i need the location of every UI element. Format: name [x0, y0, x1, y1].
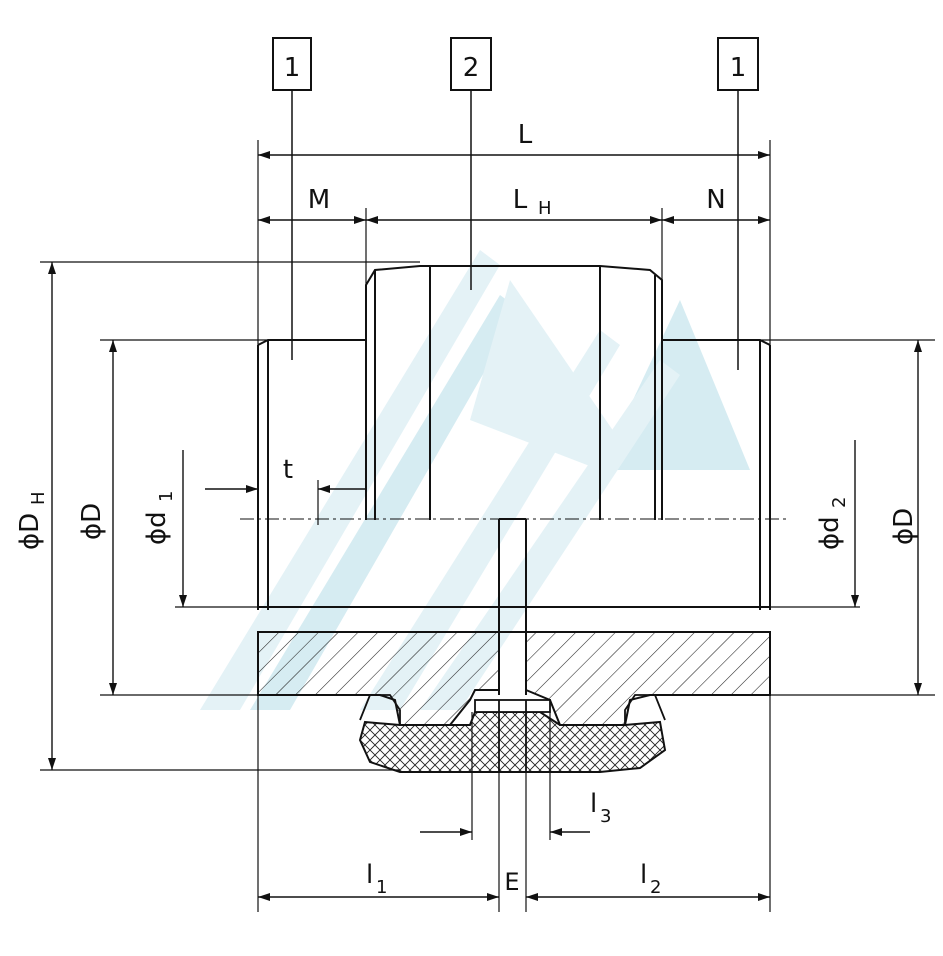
dimension-lines — [48, 151, 922, 901]
hatched-wall-right — [525, 631, 771, 726]
dim-l3: l — [590, 789, 597, 819]
dim-DH-sub: H — [28, 491, 49, 505]
dim-d1-sub: 1 — [156, 491, 177, 502]
dim-DH: ϕD — [15, 513, 45, 550]
callout-1-right: 1 — [717, 37, 759, 370]
watermark-logo — [200, 250, 750, 710]
callout-1-right-label: 1 — [730, 53, 747, 83]
dim-LH-sub: H — [538, 198, 552, 219]
dim-d2-sub: 2 — [829, 497, 850, 508]
dim-l2: l — [640, 860, 647, 890]
dim-E: E — [504, 868, 519, 896]
dim-l1-sub: 1 — [376, 877, 387, 898]
callout-2-label: 2 — [463, 53, 480, 83]
dim-D-left: ϕD — [77, 503, 107, 540]
dim-l3-sub: 3 — [600, 806, 611, 827]
hatched-wall-left — [257, 631, 500, 726]
dim-N: N — [706, 185, 725, 215]
dim-L: L — [518, 120, 533, 150]
callout-1-left-label: 1 — [284, 53, 301, 83]
dim-l1: l — [366, 860, 373, 890]
dim-D-right: ϕD — [889, 508, 919, 545]
callout-2: 2 — [450, 37, 492, 290]
fitting-body — [257, 265, 771, 695]
extension-lines — [40, 140, 935, 912]
dim-M: M — [308, 185, 330, 215]
dim-d2: ϕd — [815, 516, 845, 550]
callout-1-left: 1 — [272, 37, 312, 360]
dim-d1: ϕd — [142, 511, 172, 545]
dim-t: t — [283, 455, 293, 485]
saddle-details — [359, 694, 666, 772]
dim-LH: L — [513, 185, 528, 215]
dim-l2-sub: 2 — [650, 877, 661, 898]
